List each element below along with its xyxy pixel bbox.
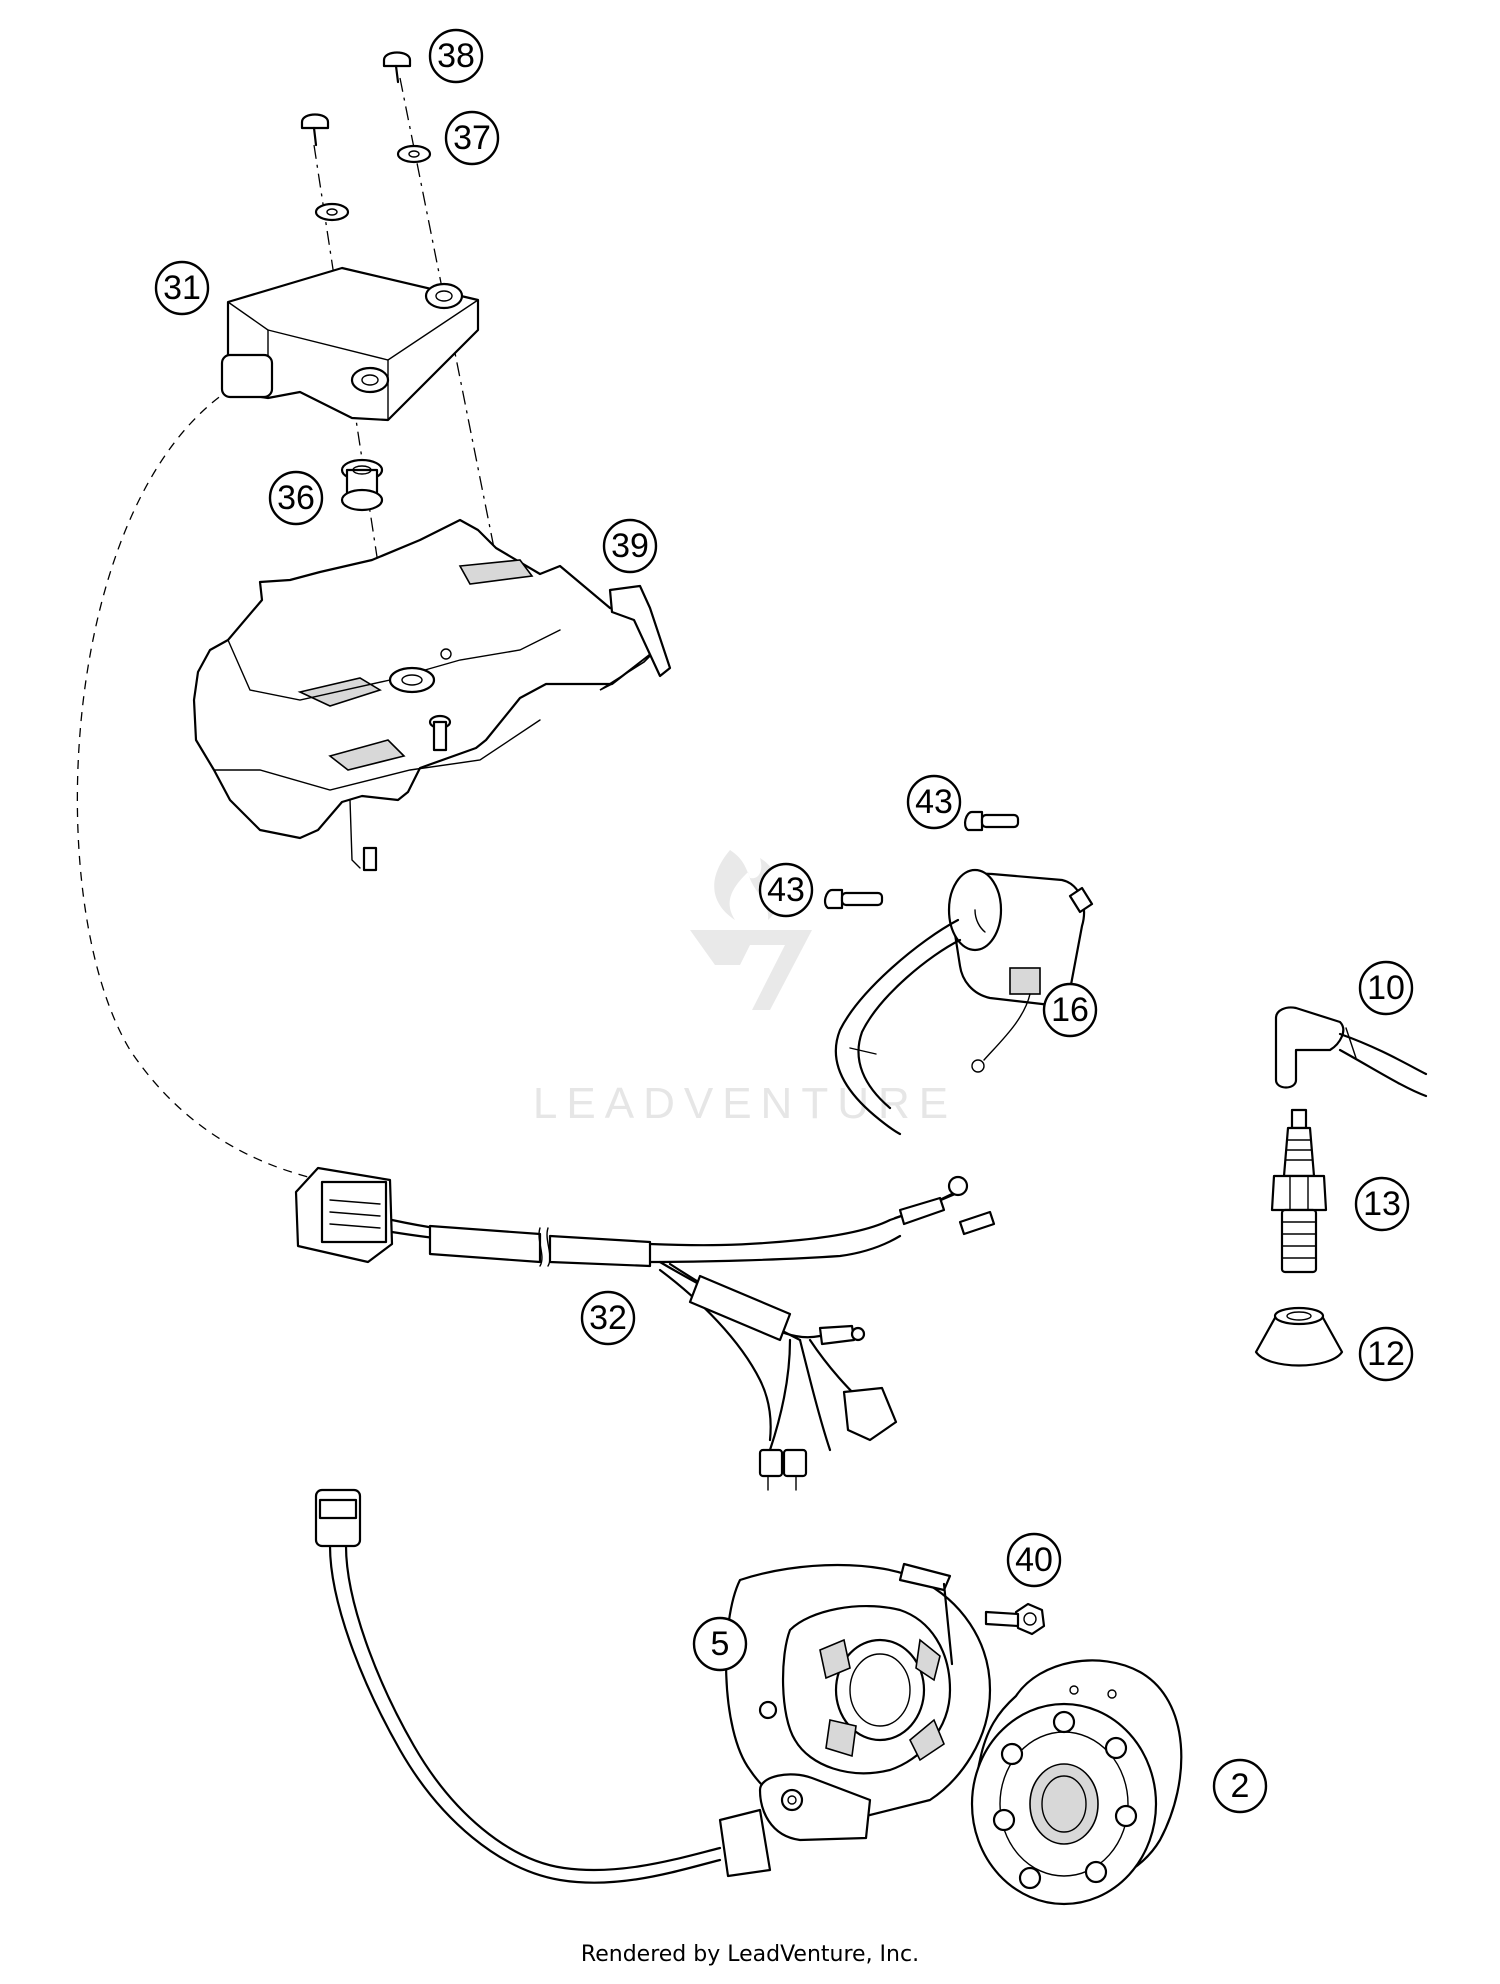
ignition-coil-16: [834, 868, 1094, 1136]
callout-32-label: 32: [589, 1299, 627, 1337]
callout-12: 12: [1358, 1326, 1414, 1382]
plug-boot-12: [1254, 1306, 1344, 1367]
grommet-36: [340, 458, 384, 512]
callout-2: 2: [1212, 1758, 1268, 1814]
callout-5: 5: [692, 1616, 748, 1672]
callout-12-label: 12: [1367, 1335, 1405, 1373]
callout-16: 16: [1042, 982, 1098, 1038]
wiring-harness-32: [294, 1166, 996, 1491]
bolt-43-upper: [963, 810, 1020, 832]
callout-13: 13: [1354, 1176, 1410, 1232]
washer-left: [314, 202, 350, 222]
callout-31: 31: [154, 260, 210, 316]
callout-43-lower: 43: [758, 862, 814, 918]
callout-43-upper: 43: [906, 774, 962, 830]
bolt-43-lower: [823, 888, 884, 910]
callout-38-label: 38: [437, 37, 475, 75]
bolt-40: [984, 1602, 1046, 1636]
callout-36: 36: [268, 470, 324, 526]
washer-37: [396, 144, 432, 164]
spark-plug-13: [1270, 1108, 1328, 1274]
bracket-39: [192, 518, 672, 872]
callout-31-label: 31: [163, 269, 201, 307]
callout-40-label: 40: [1015, 1541, 1053, 1579]
watermark-text: LEADVENTURE: [533, 1079, 957, 1128]
callout-16-label: 16: [1051, 991, 1089, 1029]
screw-left: [300, 113, 330, 147]
callout-5-label: 5: [711, 1625, 730, 1663]
callout-13-label: 13: [1363, 1185, 1401, 1223]
callout-2-label: 2: [1231, 1767, 1250, 1805]
footer-credit: Rendered by LeadVenture, Inc.: [580, 1942, 920, 1967]
callout-37: 37: [444, 110, 500, 166]
callout-40: 40: [1006, 1532, 1062, 1588]
screw-38: [382, 51, 412, 84]
flywheel-2: [970, 1659, 1183, 1906]
stator-5: [314, 1488, 992, 1884]
spark-plug-cap-10: [1274, 1006, 1428, 1098]
callout-10-label: 10: [1367, 969, 1405, 1007]
callout-36-label: 36: [277, 479, 315, 517]
callout-32: 32: [580, 1290, 636, 1346]
callout-38: 38: [428, 28, 484, 84]
callout-37-label: 37: [453, 119, 491, 157]
callout-10: 10: [1358, 960, 1414, 1016]
cdi-unit-31: [220, 266, 480, 422]
assembly-lines: [76, 77, 499, 1181]
callout-43-upper-label: 43: [915, 783, 953, 821]
callout-43-lower-label: 43: [767, 871, 805, 909]
callout-39-label: 39: [611, 527, 649, 565]
callout-39: 39: [602, 518, 658, 574]
